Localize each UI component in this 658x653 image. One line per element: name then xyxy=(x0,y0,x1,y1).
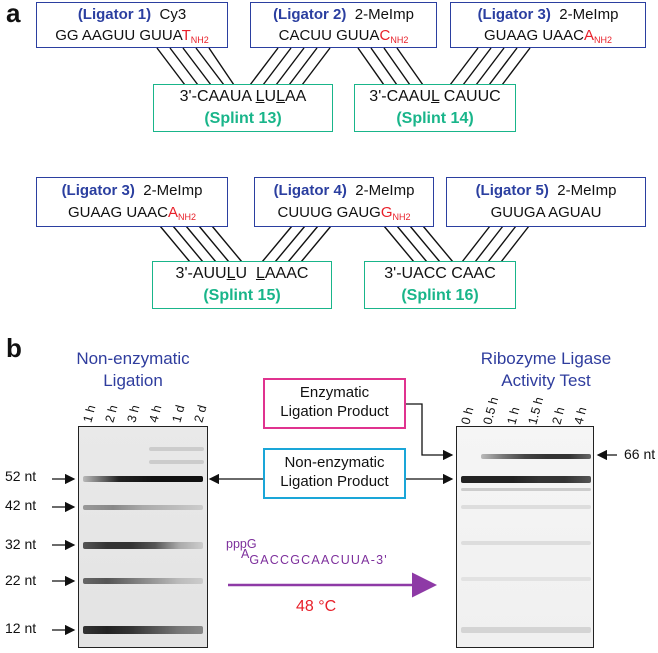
ligator-name: (Ligator 2) xyxy=(273,6,347,23)
enzymatic-product-box: Enzymatic Ligation Product xyxy=(263,378,406,429)
ligator-end: C xyxy=(379,27,391,44)
splint-seq: 3'-UACC CAAC xyxy=(384,265,496,282)
ligator-seq: GUAAG UAAC xyxy=(67,204,168,221)
pairing-lines xyxy=(156,47,531,263)
nonenzymatic-product-box: Non-enzymatic Ligation Product xyxy=(263,448,406,499)
splint-name: (Splint 13) xyxy=(204,110,282,127)
right-gel-image xyxy=(456,426,594,648)
ligator-3b-box: (Ligator 3) 2-MeImp GUAAG UAACANH2 xyxy=(36,177,228,227)
splint-name: (Splint 14) xyxy=(396,110,474,127)
nh2-sub: NH2 xyxy=(390,35,409,45)
splint-seq: 3'-CAAUA LULAA xyxy=(179,88,307,105)
ligator-tag: 2-MeImp xyxy=(355,182,415,199)
ligator-seq: GUAAG UAAC xyxy=(483,27,584,44)
right-gel-title: Ribozyme Ligase Activity Test xyxy=(480,349,612,390)
splint-seq: 3'-CAAUL CAUUC xyxy=(369,88,501,105)
ligator-tag: 2-MeImp xyxy=(143,182,203,199)
ligator-end: G xyxy=(380,204,393,221)
nh2-sub: NH2 xyxy=(178,212,197,222)
ligator-seq: CUUUG GAUG xyxy=(277,204,381,221)
marker-label: 12 nt xyxy=(5,620,37,636)
ligator-end: T xyxy=(181,27,191,44)
splint-15-box: 3'-AUULU LAAAC (Splint 15) xyxy=(152,261,332,309)
ligator-4-box: (Ligator 4) 2-MeImp CUUUG GAUGGNH2 xyxy=(254,177,434,227)
splint-14-box: 3'-CAAUL CAUUC (Splint 14) xyxy=(354,84,516,132)
ligator-end: A xyxy=(584,27,595,44)
splint-seq: 3'-AUULU LAAAC xyxy=(175,265,309,282)
marker-label-66: 66 nt xyxy=(624,446,656,462)
panel-a-label: a xyxy=(6,0,21,28)
temperature-label: 48 °C xyxy=(296,598,337,615)
marker-label: 22 nt xyxy=(5,572,37,588)
nh2-sub: NH2 xyxy=(392,212,411,222)
splint-name: (Splint 15) xyxy=(203,287,281,304)
ligator-name: (Ligator 3) xyxy=(477,6,551,23)
ligator-name: (Ligator 3) xyxy=(61,182,135,199)
ligator-tag: 2-MeImp xyxy=(354,6,414,23)
ligator-seq: GG AAGUU GUUA xyxy=(55,27,182,44)
splint-name: (Splint 16) xyxy=(401,287,479,304)
ligator-tag: Cy3 xyxy=(159,6,187,23)
ligator-name: (Ligator 5) xyxy=(475,182,549,199)
ligator-seq: GUUGA AGUAU xyxy=(490,204,602,221)
substrate-sequence: pppG AGACCGCAACUUA-3' xyxy=(226,537,388,567)
nh2-sub: NH2 xyxy=(594,35,613,45)
left-gel-image xyxy=(78,426,208,648)
ligator-tag: 2-MeImp xyxy=(557,182,617,199)
nh2-sub: NH2 xyxy=(190,35,209,45)
ligator-1-box: (Ligator 1) Cy3 GG AAGUU GUUATNH2 xyxy=(36,2,228,48)
ligator-5-box: (Ligator 5) 2-MeImp GUUGA AGUAU xyxy=(446,177,646,227)
panel-b-label: b xyxy=(6,333,22,363)
splint-16-box: 3'-UACC CAAC (Splint 16) xyxy=(364,261,516,309)
ligator-name: (Ligator 1) xyxy=(77,6,152,23)
ligator-3-box: (Ligator 3) 2-MeImp GUAAG UAACANH2 xyxy=(450,2,646,48)
splint-13-box: 3'-CAAUA LULAA (Splint 13) xyxy=(153,84,333,132)
ligator-tag: 2-MeImp xyxy=(559,6,619,23)
ligator-seq: CACUU GUUA xyxy=(278,27,380,44)
ligator-2-box: (Ligator 2) 2-MeImp CACUU GUUACNH2 xyxy=(250,2,437,48)
ligator-name: (Ligator 4) xyxy=(273,182,347,199)
marker-label: 32 nt xyxy=(5,536,37,552)
marker-label: 52 nt xyxy=(5,468,37,484)
left-gel-title: Non-enzymatic Ligation xyxy=(76,349,190,390)
marker-label: 42 nt xyxy=(5,497,37,513)
ligator-end: A xyxy=(168,204,179,221)
